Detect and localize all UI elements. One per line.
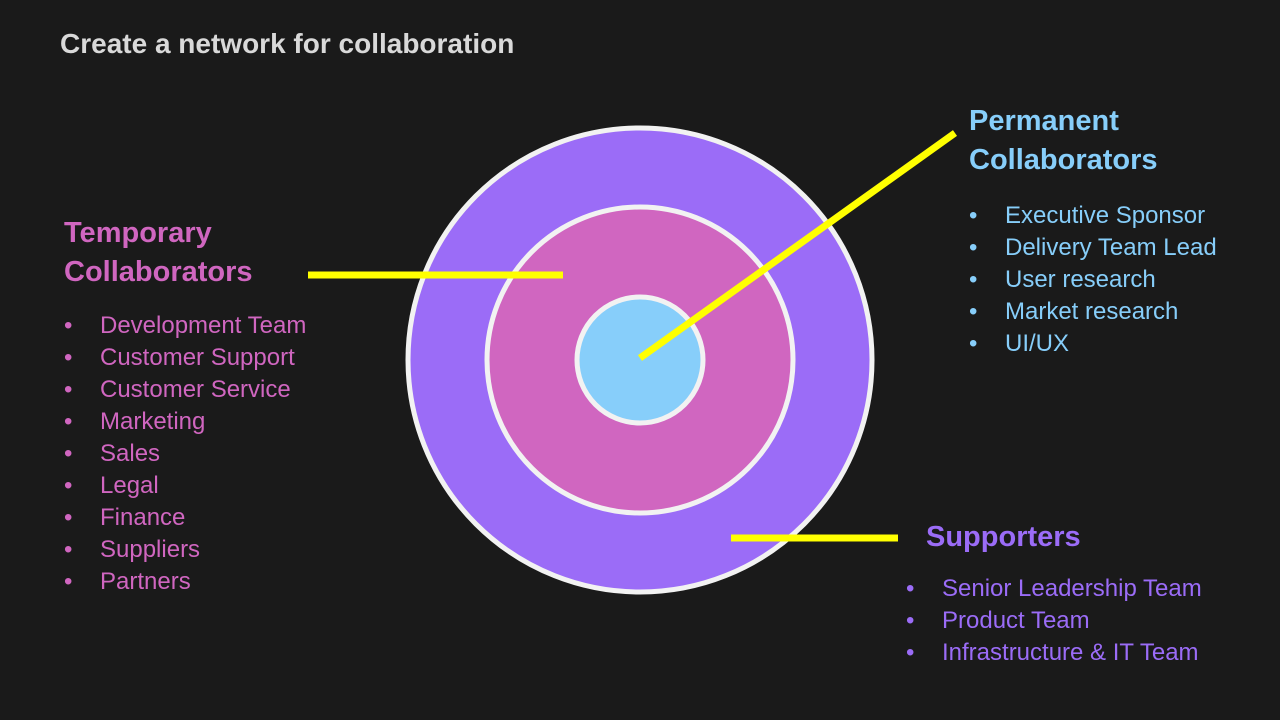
heading-line: Temporary bbox=[64, 217, 212, 249]
list-item: Legal bbox=[64, 470, 306, 502]
connector-permanent bbox=[637, 130, 958, 361]
list-item: UI/UX bbox=[969, 328, 1217, 360]
heading-line: Permanent bbox=[969, 105, 1119, 137]
list-item: Sales bbox=[64, 438, 306, 470]
list-item: Customer Support bbox=[64, 342, 306, 374]
list-item: Partners bbox=[64, 566, 306, 598]
list-item: Infrastructure & IT Team bbox=[906, 637, 1202, 669]
heading-line: Collaborators bbox=[969, 144, 1158, 176]
heading-line: Collaborators bbox=[64, 256, 253, 288]
supporters-group: Supporters Senior Leadership Team Produc… bbox=[906, 518, 1202, 669]
permanent-collaborators-list: Executive Sponsor Delivery Team Lead Use… bbox=[969, 200, 1217, 360]
temporary-collaborators-heading: Temporary Collaborators bbox=[64, 214, 306, 292]
permanent-collaborators-heading: Permanent Collaborators bbox=[969, 102, 1217, 180]
temporary-collaborators-list: Development Team Customer Support Custom… bbox=[64, 310, 306, 598]
list-item: Senior Leadership Team bbox=[906, 573, 1202, 605]
inner-circle-permanent bbox=[574, 294, 706, 426]
supporters-heading: Supporters bbox=[926, 521, 1081, 553]
list-item: Suppliers bbox=[64, 534, 306, 566]
list-item: User research bbox=[969, 264, 1217, 296]
list-item: Executive Sponsor bbox=[969, 200, 1217, 232]
temporary-collaborators-group: Temporary Collaborators Development Team… bbox=[64, 214, 306, 598]
list-item: Delivery Team Lead bbox=[969, 232, 1217, 264]
permanent-collaborators-group: Permanent Collaborators Executive Sponso… bbox=[969, 102, 1217, 360]
list-item: Market research bbox=[969, 296, 1217, 328]
list-item: Product Team bbox=[906, 605, 1202, 637]
list-item: Customer Service bbox=[64, 374, 306, 406]
list-item: Finance bbox=[64, 502, 306, 534]
list-item: Marketing bbox=[64, 406, 306, 438]
slide-title: Create a network for collaboration bbox=[60, 28, 515, 59]
list-item: Development Team bbox=[64, 310, 306, 342]
supporters-list: Senior Leadership Team Product Team Infr… bbox=[906, 573, 1202, 669]
